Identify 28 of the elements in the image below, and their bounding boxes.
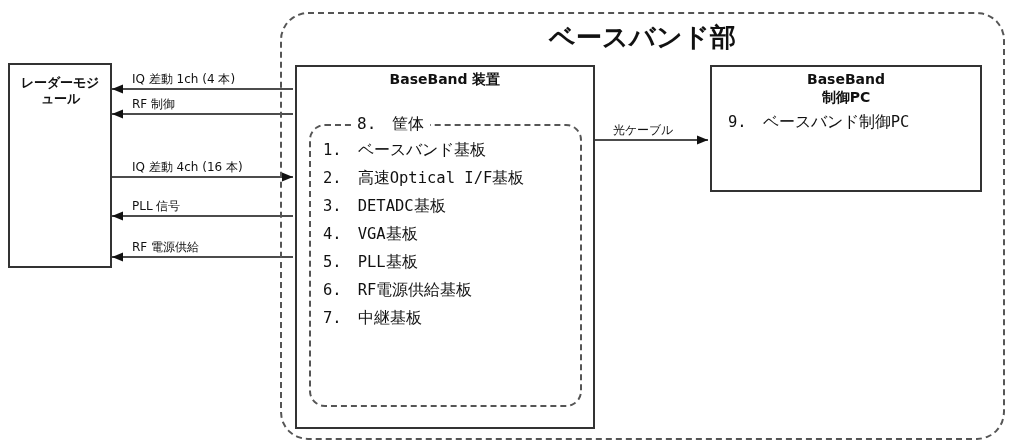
arrow bbox=[111, 252, 294, 262]
edge-label: IQ 差動 4ch (16 本) bbox=[130, 160, 245, 174]
board-item: 1. ベースバンド基板 bbox=[323, 140, 487, 160]
board-item: 6. RF電源供給基板 bbox=[323, 280, 474, 300]
board-item: 3. DETADC基板 bbox=[323, 196, 447, 216]
module-box bbox=[8, 63, 112, 268]
pc-box bbox=[710, 65, 982, 192]
board-item: 4. VGA基板 bbox=[323, 224, 419, 244]
board-item: 5. PLL基板 bbox=[323, 252, 419, 272]
pc-item: 9. ベースバンド制御PC bbox=[728, 112, 911, 132]
arrow bbox=[592, 135, 709, 145]
arrow bbox=[111, 109, 294, 119]
edge-label: RF 電源供給 bbox=[130, 240, 202, 254]
dashed-region bbox=[280, 12, 1005, 440]
board-item: 7. 中継基板 bbox=[323, 308, 423, 328]
arrow bbox=[111, 211, 294, 221]
board-item: 2. 高速Optical I/F基板 bbox=[323, 168, 526, 188]
device-title: BaseBand 装置 bbox=[388, 71, 502, 89]
edge-label: RF 制御 bbox=[130, 97, 178, 111]
edge-label: 光ケーブル bbox=[611, 123, 675, 137]
edge-label: PLL 信号 bbox=[130, 199, 183, 213]
device-box bbox=[295, 65, 595, 429]
edge-label: IQ 差動 1ch (4 本) bbox=[130, 72, 238, 86]
pc-title: BaseBand 制御PC bbox=[805, 71, 887, 106]
arrow bbox=[111, 172, 294, 182]
arrow bbox=[111, 84, 294, 94]
module-label: レーダーモジュール bbox=[20, 75, 100, 108]
case-title: 8. 筐体 bbox=[351, 114, 431, 135]
